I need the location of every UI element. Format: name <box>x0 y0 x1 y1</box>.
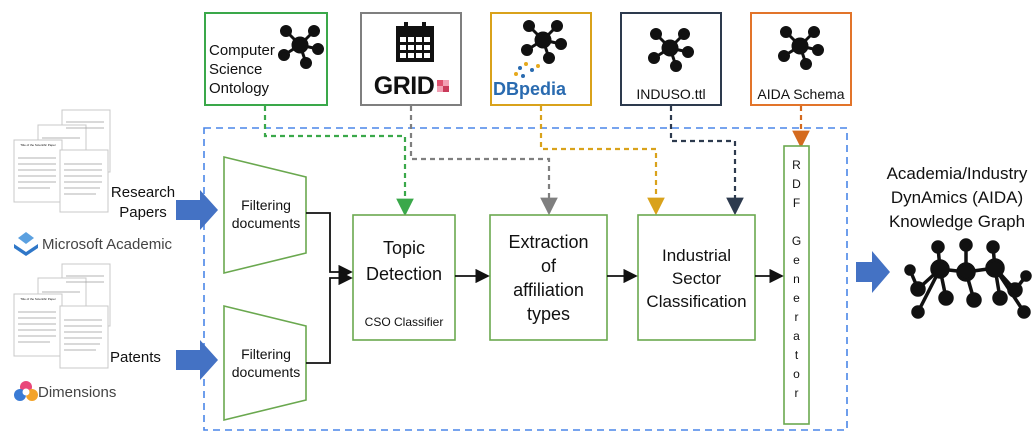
graph-icon <box>648 28 694 72</box>
research-paper-documents <box>13 109 111 213</box>
dbpedia-source-box <box>490 12 592 106</box>
induso-source-label: INDUSO.ttl <box>636 86 706 102</box>
rdf-generator-box <box>783 145 810 425</box>
filtering-box-bottom <box>223 304 307 422</box>
filtering-label-bottom: Filtering documents <box>231 346 301 380</box>
dimensions-icon <box>14 381 38 401</box>
aida-schema-source-label: AIDA Schema <box>757 86 845 102</box>
extraction-box <box>489 214 608 341</box>
cso-connector <box>263 106 414 217</box>
topic-detection-box <box>352 214 456 341</box>
patent-documents <box>13 263 111 369</box>
knowledge-graph-icon <box>904 238 1032 319</box>
topic-detection-label: Topic Detection <box>365 238 443 284</box>
dimensions-label: Dimensions <box>38 384 117 401</box>
graph-icon <box>521 20 567 64</box>
filtering-box-top <box>223 155 307 275</box>
flow-filter-top-to-topic <box>306 212 353 280</box>
cso-source-label: Computer Science Ontology <box>209 42 275 97</box>
cso-classifier-label: CSO Classifier <box>364 315 444 329</box>
output-arrow <box>856 251 890 293</box>
grid-source-label: GRID <box>373 72 435 100</box>
induso-connector <box>669 106 744 216</box>
extraction-label: Extraction of affiliation types <box>508 232 589 324</box>
input-arrow-patents <box>176 340 218 380</box>
cube-icon <box>437 80 449 92</box>
dbpedia-drop-icon <box>514 62 540 78</box>
filtering-label-top: Filtering documents <box>231 197 301 231</box>
output-kg-label: Academia/Industry DynAmics (AIDA) Knowle… <box>886 164 1028 231</box>
microsoft-academic-label: Microsoft Academic <box>42 236 173 253</box>
dbpedia-connector <box>539 106 665 216</box>
graph-icon <box>278 25 324 69</box>
doc-title-research: Title of the Scientific Paper <box>20 143 56 147</box>
patents-label: Patents <box>110 349 161 366</box>
calendar-icon <box>396 22 434 62</box>
pipeline-frame <box>203 127 848 431</box>
industrial-label: Industrial Sector Classification <box>646 246 747 311</box>
graph-icon <box>778 26 824 70</box>
rdf-generator-label: R D F G e n e r a t o r <box>791 158 802 400</box>
microsoft-academic-icon <box>14 232 38 256</box>
induso-source-box <box>620 12 722 106</box>
flow-filter-bottom-to-topic <box>306 270 353 364</box>
doc-title-patents: Title of the Scientific Paper <box>20 297 56 301</box>
aida-schema-source-box <box>750 12 852 106</box>
industrial-box <box>637 214 756 341</box>
grid-connector <box>409 106 558 216</box>
research-papers-label: Research Papers <box>110 184 176 221</box>
input-arrow-research <box>176 190 218 230</box>
dbpedia-source-label: DBpedia <box>493 79 567 99</box>
